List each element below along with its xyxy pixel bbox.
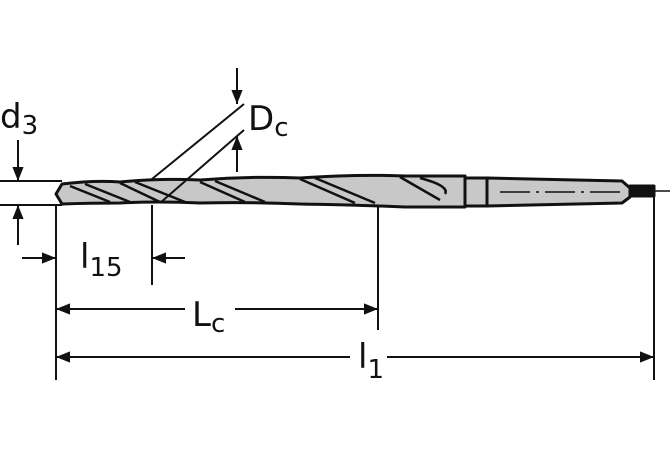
flute-lines — [69, 175, 447, 205]
label-lc: Lc — [192, 295, 225, 339]
label-d3: d3 — [0, 97, 38, 141]
label-l1: l1 — [358, 337, 384, 385]
label-dc: Dc — [248, 99, 288, 143]
extension-lines — [55, 196, 655, 380]
d3-dimension — [0, 140, 62, 245]
dc-dimension — [151, 68, 245, 204]
label-l15: l15 — [80, 237, 123, 283]
tang — [628, 184, 656, 198]
neck — [463, 176, 489, 208]
